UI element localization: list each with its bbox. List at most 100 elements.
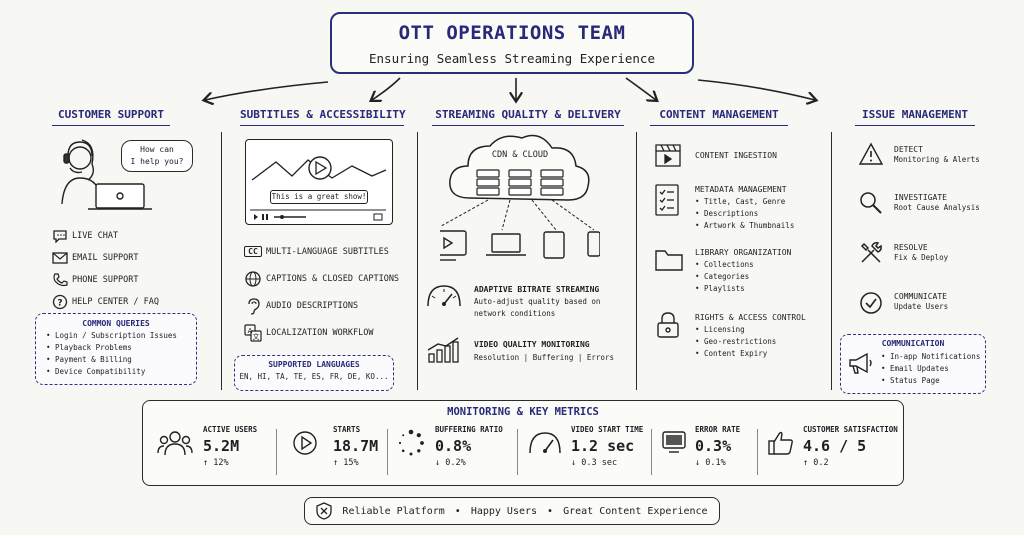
library-text: Playlists bbox=[704, 284, 745, 293]
query-text: Playback Problems bbox=[55, 343, 132, 352]
supported-languages-box: SUPPORTED LANGUAGES EN, HI, TA, TE, ES, … bbox=[234, 355, 394, 391]
content-ingestion: CONTENT INGESTION bbox=[695, 151, 777, 160]
metric-label: ERROR RATE bbox=[695, 425, 741, 434]
column-divider bbox=[636, 132, 637, 390]
support-item-label: LIVE CHAT bbox=[72, 231, 119, 241]
issue-step-title: RESOLVE bbox=[894, 243, 928, 252]
envelope-icon bbox=[48, 252, 72, 264]
metadata-text: Artwork & Thumbnails bbox=[704, 221, 795, 230]
issue-step-title: INVESTIGATE bbox=[894, 193, 947, 202]
rights-block: RIGHTS & ACCESS CONTROL • Licensing • Ge… bbox=[695, 313, 806, 360]
checklist-icon bbox=[655, 184, 679, 216]
vqm-title: VIDEO QUALITY MONITORING bbox=[474, 340, 590, 349]
column-divider bbox=[221, 132, 222, 390]
heading-issues: ISSUE MANAGEMENT bbox=[855, 108, 975, 126]
metric-delta: ↑ 12% bbox=[203, 458, 229, 468]
metric-active-users: ACTIVE USERS 5.2M ↑ 12% bbox=[203, 425, 257, 479]
subtitles-captions: CAPTIONS & CLOSED CAPTIONS bbox=[240, 265, 415, 292]
metadata-item: • Descriptions bbox=[695, 209, 759, 218]
shield-icon bbox=[316, 502, 333, 520]
issue-step-title: COMMUNICATE bbox=[894, 292, 947, 301]
subtitle-caption: This is a great show! bbox=[270, 190, 368, 204]
metric-value: 18.7M bbox=[333, 437, 379, 455]
tools-icon bbox=[860, 242, 882, 263]
magnifier-icon bbox=[860, 192, 882, 214]
metric-value: 0.3% bbox=[695, 437, 732, 455]
megaphone-icon bbox=[849, 352, 872, 374]
communication-text: Email Updates bbox=[890, 364, 949, 373]
communication-box: COMMUNICATION • In-app Notifications • E… bbox=[840, 334, 986, 394]
footer-banner: Reliable Platform • Happy Users • Great … bbox=[304, 497, 720, 525]
metadata-title: METADATA MANAGEMENT bbox=[695, 185, 787, 194]
communication-title: COMMUNICATION bbox=[881, 339, 945, 348]
speedometer-icon bbox=[427, 285, 461, 307]
metadata-item: • Title, Cast, Genre bbox=[695, 197, 786, 206]
abr-desc: network conditions bbox=[474, 309, 556, 318]
support-item-label: PHONE SUPPORT bbox=[72, 275, 139, 285]
communication-item: • In-app Notifications bbox=[881, 352, 981, 361]
page-subtitle: Ensuring Seamless Streaming Experience bbox=[369, 51, 655, 66]
supported-languages-list: EN, HI, TA, TE, ES, FR, DE, KO... bbox=[239, 372, 389, 381]
subtitles-multi-language: CC MULTI-LANGUAGE SUBTITLES bbox=[240, 238, 415, 265]
footer-separator: • bbox=[454, 505, 461, 517]
rights-title: RIGHTS & ACCESS CONTROL bbox=[695, 313, 806, 322]
metric-label: BUFFERING RATIO bbox=[435, 425, 503, 434]
metric-delta: ↑ 0.2 bbox=[803, 458, 829, 468]
support-item-label: EMAIL SUPPORT bbox=[72, 253, 139, 263]
support-help-center: ? HELP CENTER / FAQ bbox=[48, 291, 216, 313]
support-email: EMAIL SUPPORT bbox=[48, 247, 216, 269]
svg-text:A: A bbox=[248, 327, 253, 335]
issue-detect: DETECT Monitoring & Alerts bbox=[894, 145, 980, 166]
metric-label: STARTS bbox=[333, 425, 361, 434]
subtitles-item-label: AUDIO DESCRIPTIONS bbox=[266, 300, 359, 311]
library-item: • Collections bbox=[695, 260, 754, 269]
subtitles-item-label: MULTI-LANGUAGE SUBTITLES bbox=[266, 246, 389, 257]
warning-icon bbox=[858, 142, 884, 165]
metadata-text: Title, Cast, Genre bbox=[704, 197, 786, 206]
rights-item: • Geo-restrictions bbox=[695, 337, 777, 346]
error-screen-icon bbox=[662, 431, 686, 453]
library-item: • Categories bbox=[695, 272, 750, 281]
support-agent-icon bbox=[61, 139, 152, 210]
library-text: Collections bbox=[704, 260, 754, 269]
clapperboard-icon bbox=[655, 144, 681, 167]
metrics-title: MONITORING & KEY METRICS bbox=[447, 406, 599, 418]
help-speech-bubble: How can I help you? bbox=[121, 140, 193, 172]
metric-value: 5.2M bbox=[203, 437, 240, 455]
issue-step-desc: Root Cause Analysis bbox=[894, 203, 980, 212]
library-item: • Playlists bbox=[695, 284, 745, 293]
footer-item: Happy Users bbox=[470, 505, 538, 517]
metric-delta: ↑ 15% bbox=[333, 458, 359, 468]
subtitles-item-label: CAPTIONS & CLOSED CAPTIONS bbox=[266, 273, 400, 284]
question-icon: ? bbox=[48, 294, 72, 310]
query-item: • Payment & Billing bbox=[46, 355, 132, 364]
thumbs-up-icon bbox=[768, 431, 793, 455]
query-item: • Playback Problems bbox=[46, 343, 132, 352]
bubble-text: I help you? bbox=[130, 157, 184, 166]
rights-text: Licensing bbox=[704, 325, 745, 334]
metric-divider bbox=[757, 429, 758, 475]
metric-label: VIDEO START TIME bbox=[571, 425, 644, 434]
issue-investigate: INVESTIGATE Root Cause Analysis bbox=[894, 193, 980, 214]
column-divider bbox=[831, 132, 832, 390]
cdn-cloud-diagram bbox=[440, 134, 600, 261]
flow-arrows bbox=[0, 77, 1024, 130]
issue-step-desc: Update Users bbox=[894, 302, 949, 311]
communication-text: In-app Notifications bbox=[890, 352, 981, 361]
metric-divider bbox=[651, 429, 652, 475]
quality-chart-icon bbox=[427, 337, 459, 363]
issue-step-desc: Fix & Deploy bbox=[894, 253, 949, 262]
abr-block: ADAPTIVE BITRATE STREAMING Auto-adjust q… bbox=[474, 285, 600, 320]
query-text: Payment & Billing bbox=[55, 355, 132, 364]
phone-icon bbox=[48, 272, 72, 288]
gauge-icon bbox=[529, 432, 561, 454]
issue-communicate: COMMUNICATE Update Users bbox=[894, 292, 948, 313]
vqm-desc: Resolution | Buffering | Errors bbox=[474, 353, 614, 362]
rights-item: • Content Expiry bbox=[695, 349, 768, 358]
rights-text: Content Expiry bbox=[704, 349, 768, 358]
query-item: • Login / Subscription Issues bbox=[46, 331, 177, 340]
chat-icon bbox=[48, 229, 72, 243]
svg-text:?: ? bbox=[57, 299, 62, 309]
